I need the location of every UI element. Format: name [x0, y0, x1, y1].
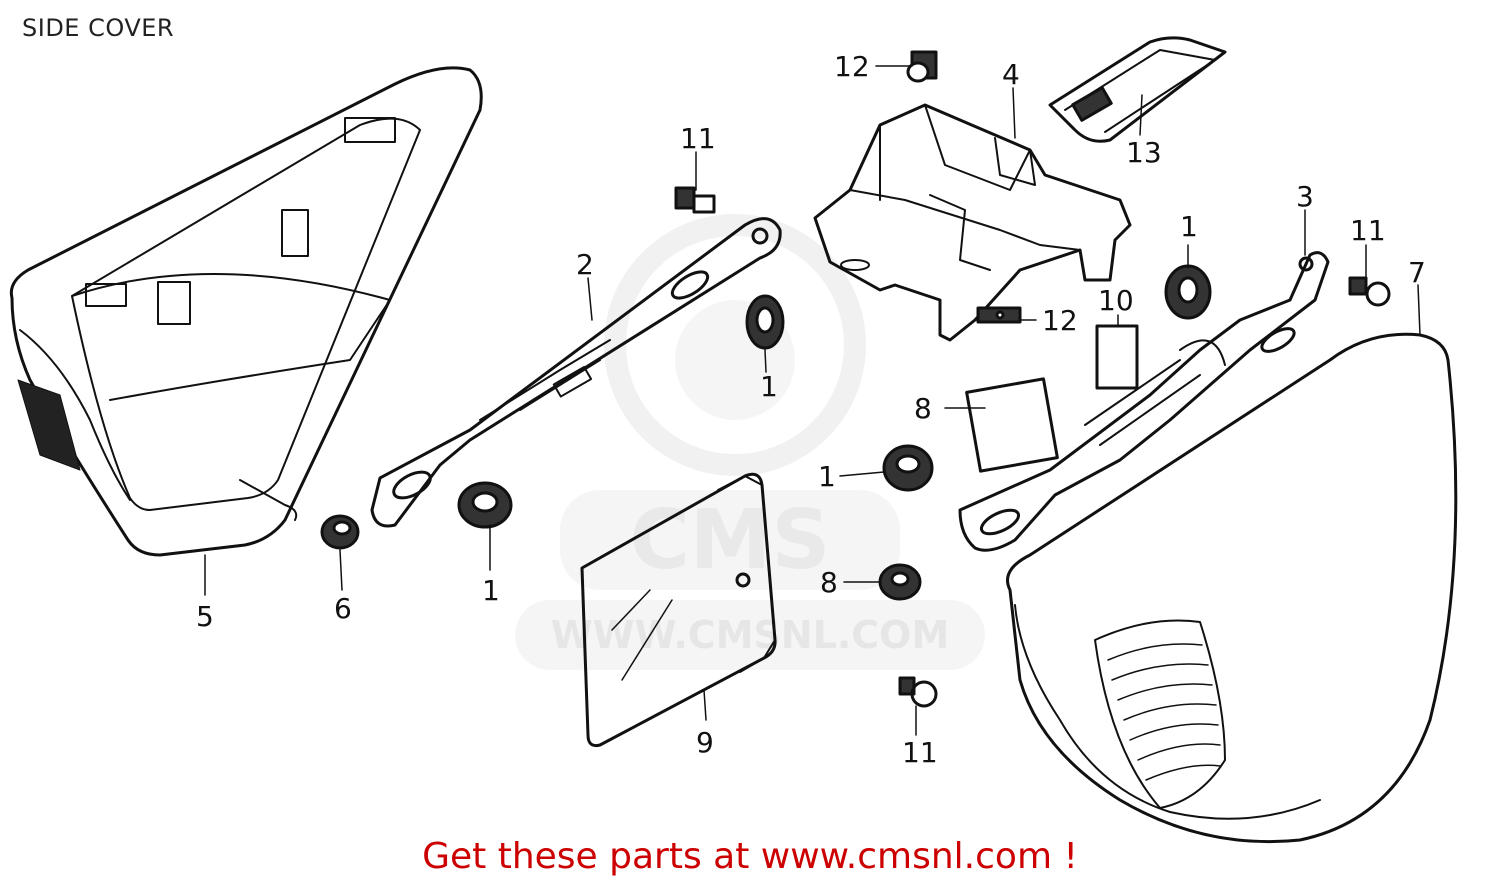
callout-2: 2 [576, 248, 594, 281]
page-title: SIDE COVER [22, 14, 175, 42]
bolt-11-bottom [898, 676, 938, 708]
leader-lines [204, 65, 1421, 736]
callout-6: 6 [334, 592, 352, 625]
callout-10: 10 [1098, 284, 1134, 317]
grommet-1-lower [457, 481, 513, 529]
footer-promo-text: Get these parts at www.cmsnl.com ! [422, 836, 1078, 877]
callout-11-bottom: 11 [902, 736, 938, 769]
callout-3: 3 [1296, 180, 1314, 213]
battery-holder [813, 103, 1132, 342]
grommet-6 [320, 514, 360, 550]
callout-8-pad: 8 [914, 392, 932, 425]
right-side-cover [1006, 332, 1458, 844]
callout-5: 5 [196, 600, 214, 633]
callout-1-upper: 1 [760, 370, 778, 403]
callout-9: 9 [696, 726, 714, 759]
callout-13: 13 [1126, 136, 1162, 169]
left-side-cover [9, 66, 483, 557]
cushion-8 [878, 563, 922, 601]
watermark-brand: CMS [630, 493, 831, 588]
bolt-11-left [674, 186, 716, 214]
callout-1-lower: 1 [482, 574, 500, 607]
bolt-11-right [1348, 276, 1391, 307]
pad-10 [1095, 324, 1139, 390]
watermark-url-box [515, 600, 985, 670]
callout-1-right: 1 [1180, 210, 1198, 243]
callout-12-top: 12 [834, 50, 870, 83]
left-cover-bracket [370, 217, 782, 528]
screw-12-top [906, 50, 938, 83]
battery-band [1048, 36, 1227, 143]
grommet-1-right [1164, 264, 1212, 320]
callout-12-mid: 12 [1042, 304, 1078, 337]
right-cover-bracket [958, 251, 1330, 552]
watermark-brand-box [560, 490, 900, 590]
grommet-1-upper [745, 294, 785, 350]
document-case [580, 472, 777, 747]
screw-12-mid [976, 306, 1022, 324]
pad-8 [965, 377, 1059, 473]
callout-7: 7 [1408, 256, 1426, 289]
watermark-url: WWW.CMSNL.COM [551, 613, 950, 657]
callout-4: 4 [1002, 58, 1020, 91]
callout-11-right: 11 [1350, 214, 1386, 247]
callout-11-left: 11 [680, 122, 716, 155]
grommet-1-mid [882, 444, 934, 492]
callout-8-cushion: 8 [820, 566, 838, 599]
watermark-mascot-head [604, 214, 866, 476]
callout-1-mid: 1 [818, 460, 836, 493]
